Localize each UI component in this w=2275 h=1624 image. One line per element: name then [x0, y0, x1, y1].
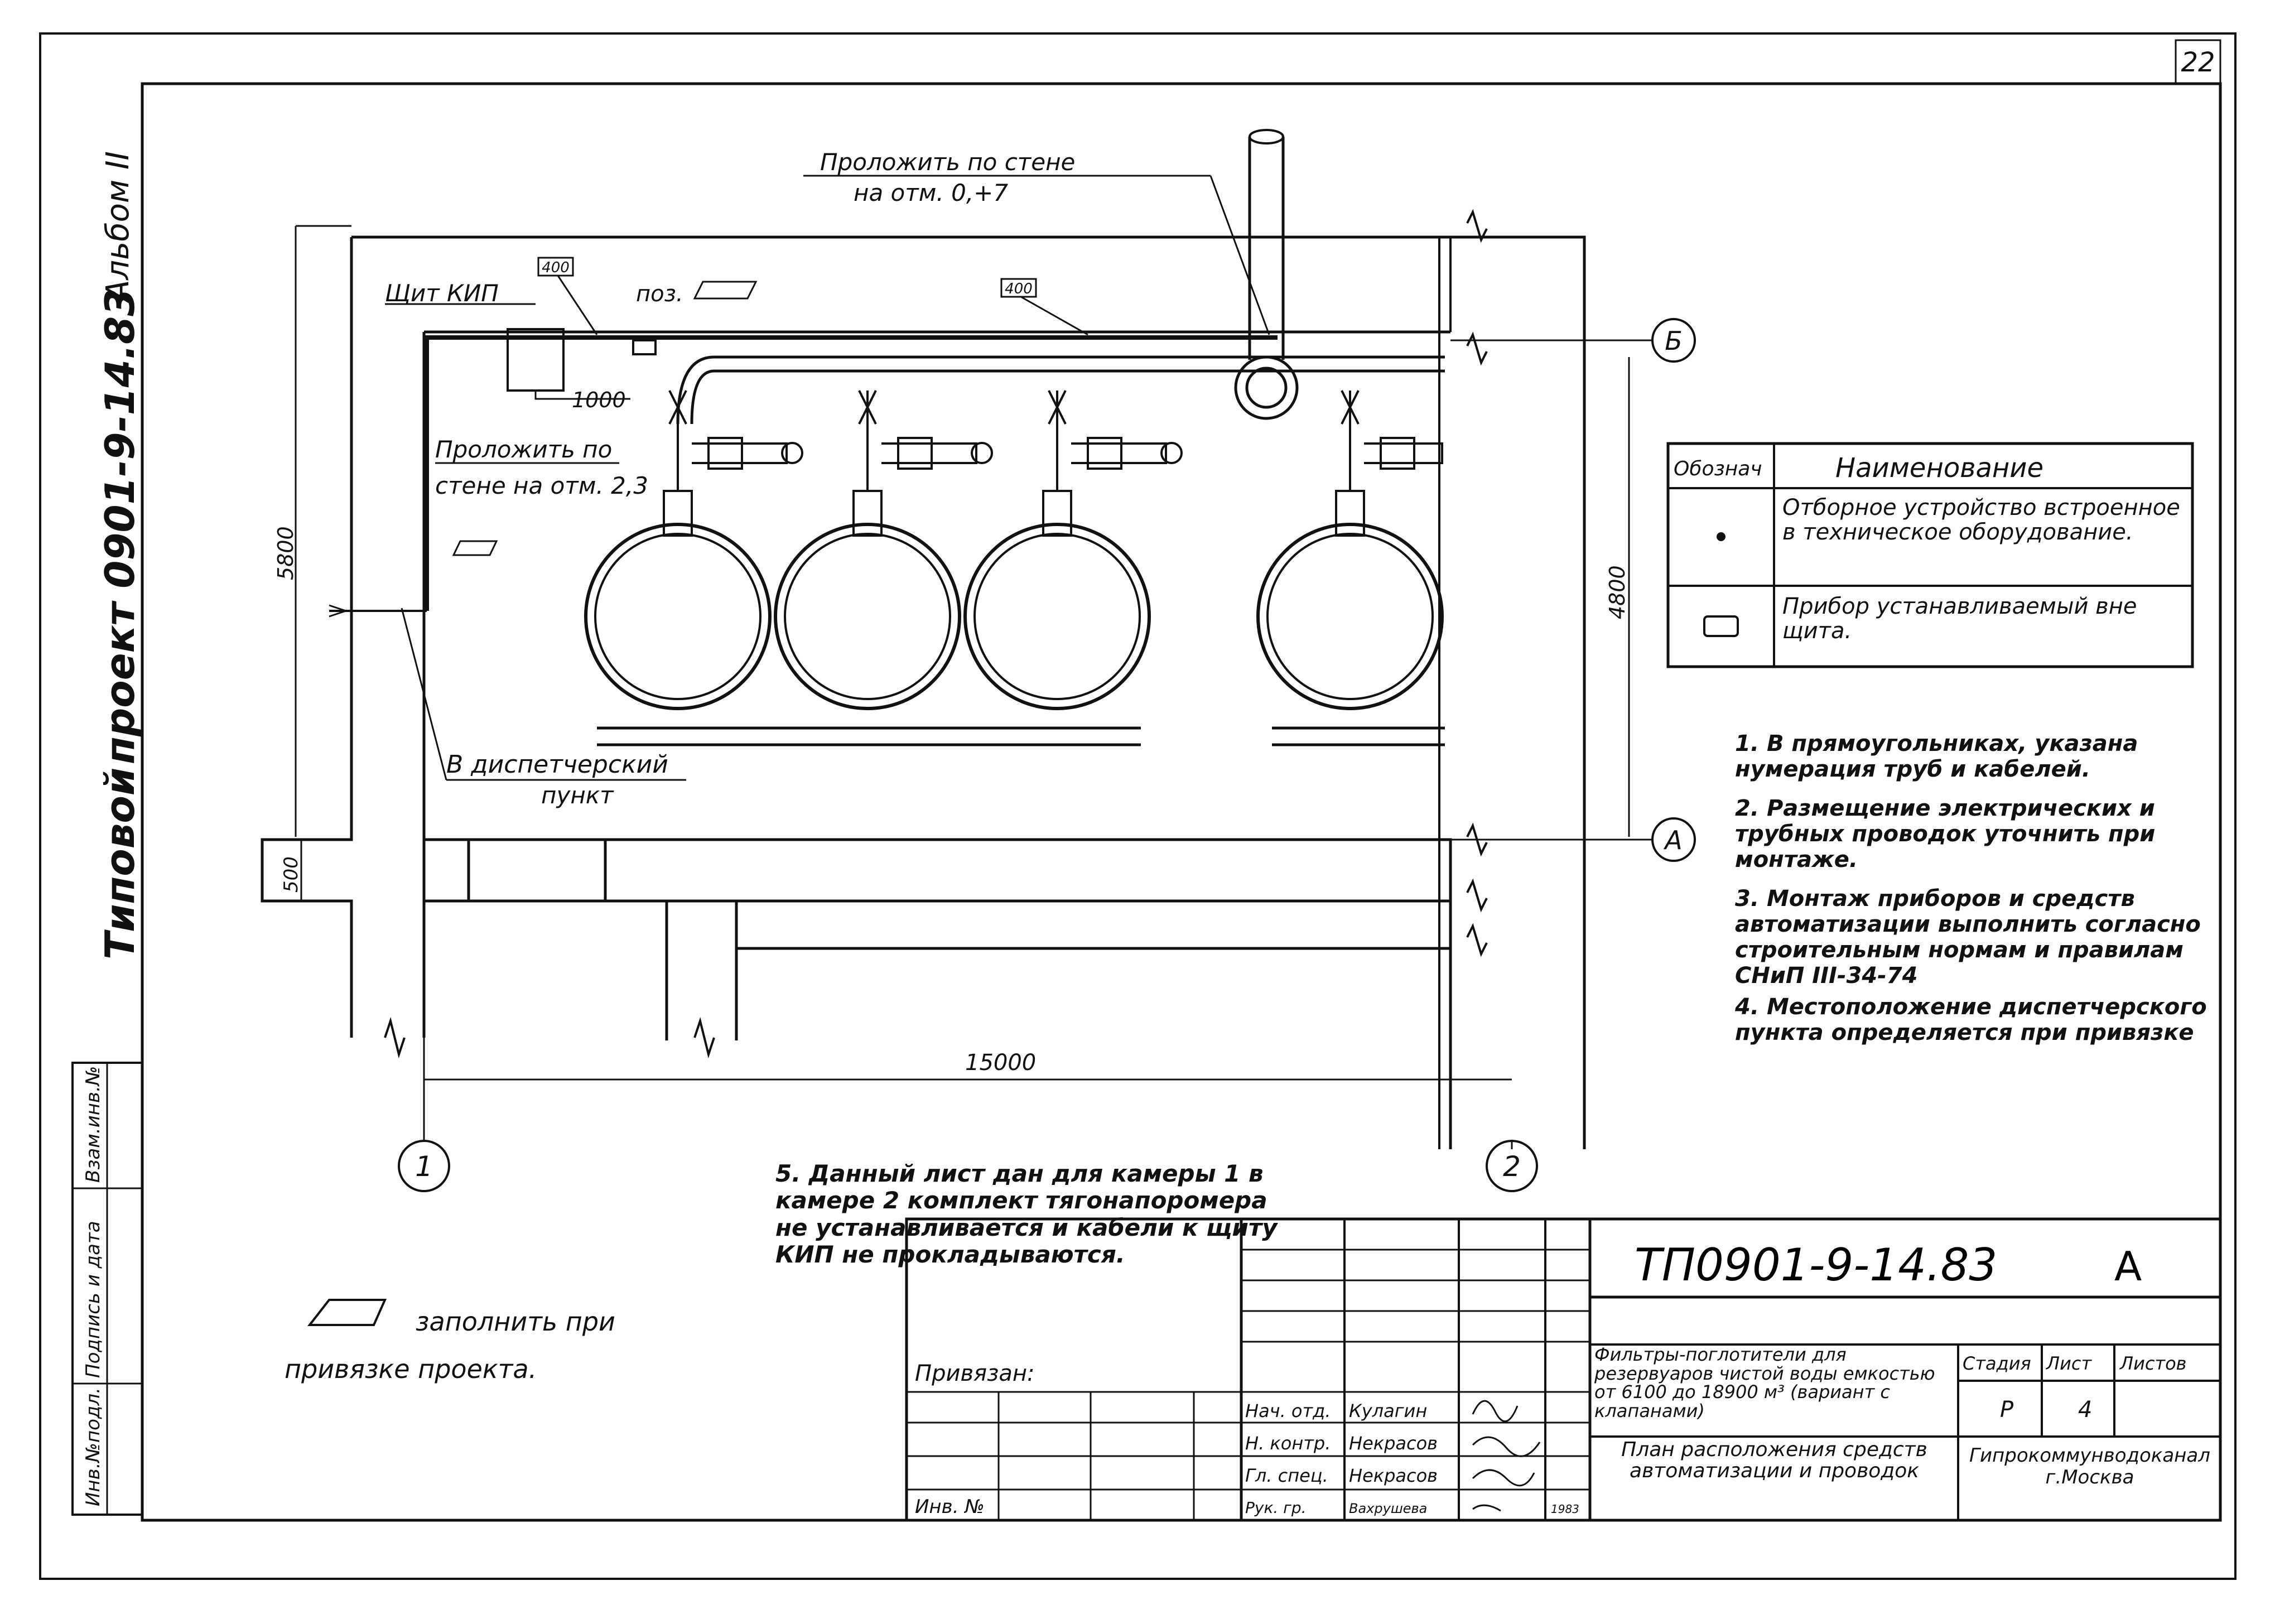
signatures [1472, 1400, 1541, 1512]
panel-label: Щит КИП [385, 279, 499, 307]
pipe-tag: 400 [1005, 281, 1033, 297]
role-1: Н. контр. [1245, 1433, 1331, 1454]
legend-col-code: Обознач [1674, 457, 1762, 480]
side-title-line3: Альбом II [100, 151, 136, 303]
note-3: 3. Монтаж приборов и средств автоматизац… [1735, 886, 2201, 989]
note-2: 2. Размещение электрических и трубных пр… [1735, 796, 2156, 873]
dispatch-1: В диспетчерский [446, 750, 668, 779]
name-3: Вахрушева [1349, 1501, 1427, 1516]
name-0: Кулагин [1349, 1400, 1427, 1421]
legend-table [1666, 442, 2194, 668]
side-stamp-podp-data: Подпись и дата [82, 1221, 104, 1378]
note-5: 5. Данный лист дан для камеры 1 в камере… [775, 1160, 1278, 1268]
name-2: Некрасов [1349, 1465, 1438, 1486]
title-sheet-name: План расположения средств автоматизации … [1621, 1438, 1927, 1482]
dispatch-2: пункт [541, 782, 614, 809]
panel-tag: 400 [542, 259, 570, 276]
dim-4800: 4800 [1605, 565, 1630, 619]
notes-block: 1. В прямоугольниках, указана нумерация … [1735, 731, 2209, 1045]
tank-1 [584, 390, 803, 710]
legend-col-name: Наименование [1835, 452, 2043, 484]
title-code: ТП0901-9-14.83 [1635, 1239, 1997, 1291]
axis-a: А [1663, 825, 1682, 855]
fill-note-1: заполнить при [416, 1307, 615, 1337]
note-1: 1. В прямоугольниках, указана нумерация … [1735, 731, 2138, 782]
outer-frame [39, 32, 2237, 1580]
title-inv: Инв. № [915, 1496, 985, 1518]
side-stamp-vzam-inv: Взам.инв.№ [82, 1066, 104, 1183]
side-title-line2: проект 0901-9-14.83 [97, 288, 143, 764]
dim-15000: 15000 [965, 1050, 1036, 1076]
side-stamp-inv-podl: Инв.№подл. [82, 1387, 104, 1506]
title-org: Гипрокоммунводоканал г.Москва [1969, 1444, 2210, 1489]
poz-label: поз. [636, 281, 683, 307]
title-sheet-label: Лист [2046, 1353, 2092, 1374]
title-stage-label: Стадия [1963, 1353, 2031, 1374]
role-2: Гл. спец. [1245, 1465, 1328, 1486]
dim-500: 500 [280, 856, 302, 893]
dim-1000: 1000 [572, 388, 626, 412]
note-top-1: Проложить по стене [820, 148, 1075, 176]
title-year: 1983 [1551, 1502, 1579, 1516]
fill-note-2: привязке проекта. [285, 1354, 537, 1384]
tank-4 [1256, 390, 1444, 710]
title-block-grid [905, 1217, 2222, 1522]
role-3: Рук. гр. [1245, 1498, 1307, 1517]
dim-5800: 5800 [273, 526, 298, 580]
axis-b: Б [1665, 326, 1683, 356]
axis-2: 2 [1503, 1150, 1521, 1183]
side-title-line1: Типовой [97, 768, 143, 960]
note-left-2: стене на отм. 2,3 [435, 472, 648, 499]
note-left-1: Проложить по [435, 436, 612, 463]
legend-row1-text: Отборное устройство встроенное в техниче… [1782, 495, 2180, 545]
title-sheet: 4 [2078, 1397, 2092, 1423]
sheet-number: 22 [2181, 47, 2215, 78]
building-wall-outer [261, 235, 1586, 1149]
role-0: Нач. отд. [1245, 1400, 1331, 1421]
legend-row2-text: Прибор устанавливаемый вне щита. [1782, 594, 2137, 644]
title-stage: Р [2000, 1397, 2014, 1423]
note-top-2: на отм. 0,+7 [854, 179, 1008, 206]
title-sheets-label: Листов [2119, 1353, 2187, 1374]
tank-2 [774, 390, 993, 710]
title-format: А [2114, 1243, 2142, 1290]
title-privyazan: Привязан: [915, 1361, 1035, 1386]
sheet-number-box [2175, 39, 2221, 85]
name-1: Некрасов [1349, 1433, 1438, 1454]
tank-3 [963, 390, 1183, 710]
note-4: 4. Местоположение диспетчерского пункта … [1735, 994, 2207, 1045]
title-project-name: Фильтры-поглотители для резервуаров чист… [1594, 1344, 1935, 1421]
axis-1: 1 [415, 1150, 433, 1183]
